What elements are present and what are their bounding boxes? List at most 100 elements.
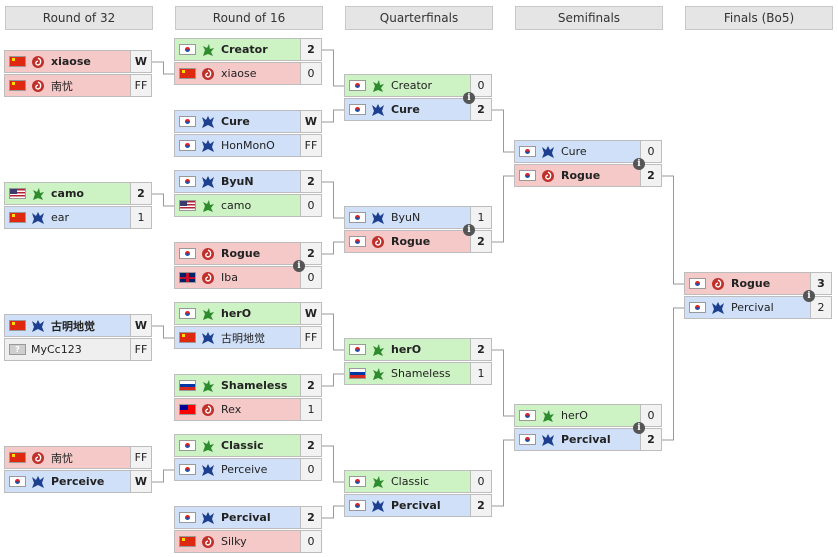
player-slot[interactable]: Perceive W [4,470,152,493]
player-name[interactable]: Perceive [51,475,105,488]
flag-icon: ? [9,344,26,355]
player-name[interactable]: Cure [561,145,587,158]
player-name[interactable]: herO [221,307,252,320]
flag-icon [349,236,366,247]
info-icon[interactable]: i [293,260,305,272]
player-name[interactable]: 南忧 [51,79,73,93]
player-name[interactable]: Classic [221,439,264,452]
player-name[interactable]: xiaose [51,55,91,68]
player-name[interactable]: Percival [731,301,774,314]
match-score: 0 [300,267,321,288]
player-name[interactable]: Silky [221,535,247,548]
player-name[interactable]: HonMonO [221,139,275,152]
player-name[interactable]: Percival [561,433,611,446]
player-name[interactable]: Rogue [731,277,771,290]
player-name[interactable]: Perceive [221,463,268,476]
player-slot[interactable]: camo 2 [4,182,152,205]
info-icon[interactable]: i [633,158,645,170]
player-info: ear [5,207,130,228]
player-name[interactable]: Percival [221,511,271,524]
player-slot[interactable]: 古明地觉 W [4,314,152,337]
player-name[interactable]: Cure [391,103,420,116]
player-name[interactable]: ear [51,211,70,224]
match-score: W [130,471,151,492]
player-name[interactable]: 南忧 [51,451,73,465]
info-icon[interactable]: i [633,422,645,434]
player-name[interactable]: Percival [391,499,441,512]
zerg-race-icon [201,67,215,81]
player-name[interactable]: Rogue [561,169,601,182]
match-score: 2 [300,171,321,192]
flag-icon [179,308,196,319]
player-name[interactable]: Shameless [391,367,451,380]
match-score: W [130,315,151,336]
player-name[interactable]: Classic [391,475,430,488]
player-name[interactable]: Creator [221,43,268,56]
terran-race-icon [201,139,215,153]
player-name[interactable]: ByuN [391,211,421,224]
match-score: 0 [300,459,321,480]
player-name[interactable]: camo [221,199,252,212]
player-info: Cure [175,111,300,132]
terran-race-icon [201,511,215,525]
match-score: 2 [130,183,151,204]
player-slot[interactable]: Iba 0 [174,266,322,289]
player-name[interactable]: MyCc123 [31,343,82,356]
player-name[interactable]: 古明地觉 [51,319,95,333]
flag-icon [9,80,26,91]
player-name[interactable]: Shameless [221,379,288,392]
player-name[interactable]: xiaose [221,67,257,80]
player-name[interactable]: Rogue [391,235,431,248]
player-info: Rogue [685,273,810,294]
flag-icon [179,272,196,283]
player-name[interactable]: 古明地觉 [221,331,265,345]
zerg-race-icon [31,79,45,93]
player-name[interactable]: ByuN [221,175,254,188]
player-name[interactable]: camo [51,187,84,200]
info-icon[interactable]: i [803,290,815,302]
player-name[interactable]: Iba [221,271,238,284]
info-icon[interactable]: i [463,224,475,236]
info-icon[interactable]: i [463,92,475,104]
player-slot[interactable]: ByuN 2 [174,170,322,193]
player-name[interactable]: Cure [221,115,250,128]
player-name[interactable]: Rogue [221,247,261,260]
player-name[interactable]: Creator [391,79,433,92]
player-name[interactable]: Rex [221,403,242,416]
player-slot[interactable]: Perceive 0 [174,458,322,481]
player-name[interactable]: herO [561,409,588,422]
player-name[interactable]: herO [391,343,422,356]
